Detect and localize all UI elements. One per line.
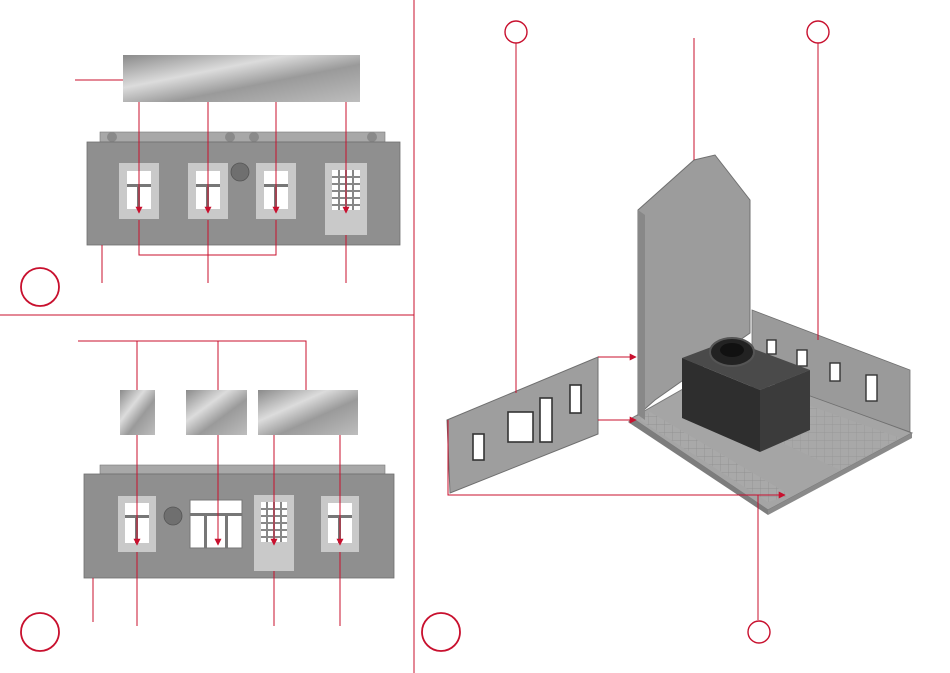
step-2-number-circle — [21, 613, 59, 651]
glazing-piece-large — [258, 390, 358, 435]
callout-c-circle — [748, 621, 770, 643]
wide-window — [190, 500, 242, 548]
step-3-panel — [422, 21, 912, 651]
peg — [107, 132, 117, 142]
tall-gable-wall-edge — [638, 210, 645, 420]
step-1-panel — [21, 55, 400, 306]
wall-top-ledge — [100, 465, 385, 474]
peg — [367, 132, 377, 142]
part-number-mark — [164, 507, 182, 525]
wall-top-ledge — [100, 132, 385, 142]
glazing-piece-small — [120, 390, 155, 435]
part-number-mark — [231, 163, 249, 181]
peg — [249, 132, 259, 142]
glazing-sheet — [123, 55, 360, 102]
glazing-piece-medium — [186, 390, 247, 435]
step-3-number-circle — [422, 613, 460, 651]
chimney-pipe-opening — [720, 343, 744, 357]
step-1-number-circle — [21, 268, 59, 306]
callout-b-circle — [807, 21, 829, 43]
peg — [225, 132, 235, 142]
step-2-panel — [21, 341, 394, 651]
callout-a-circle — [505, 21, 527, 43]
